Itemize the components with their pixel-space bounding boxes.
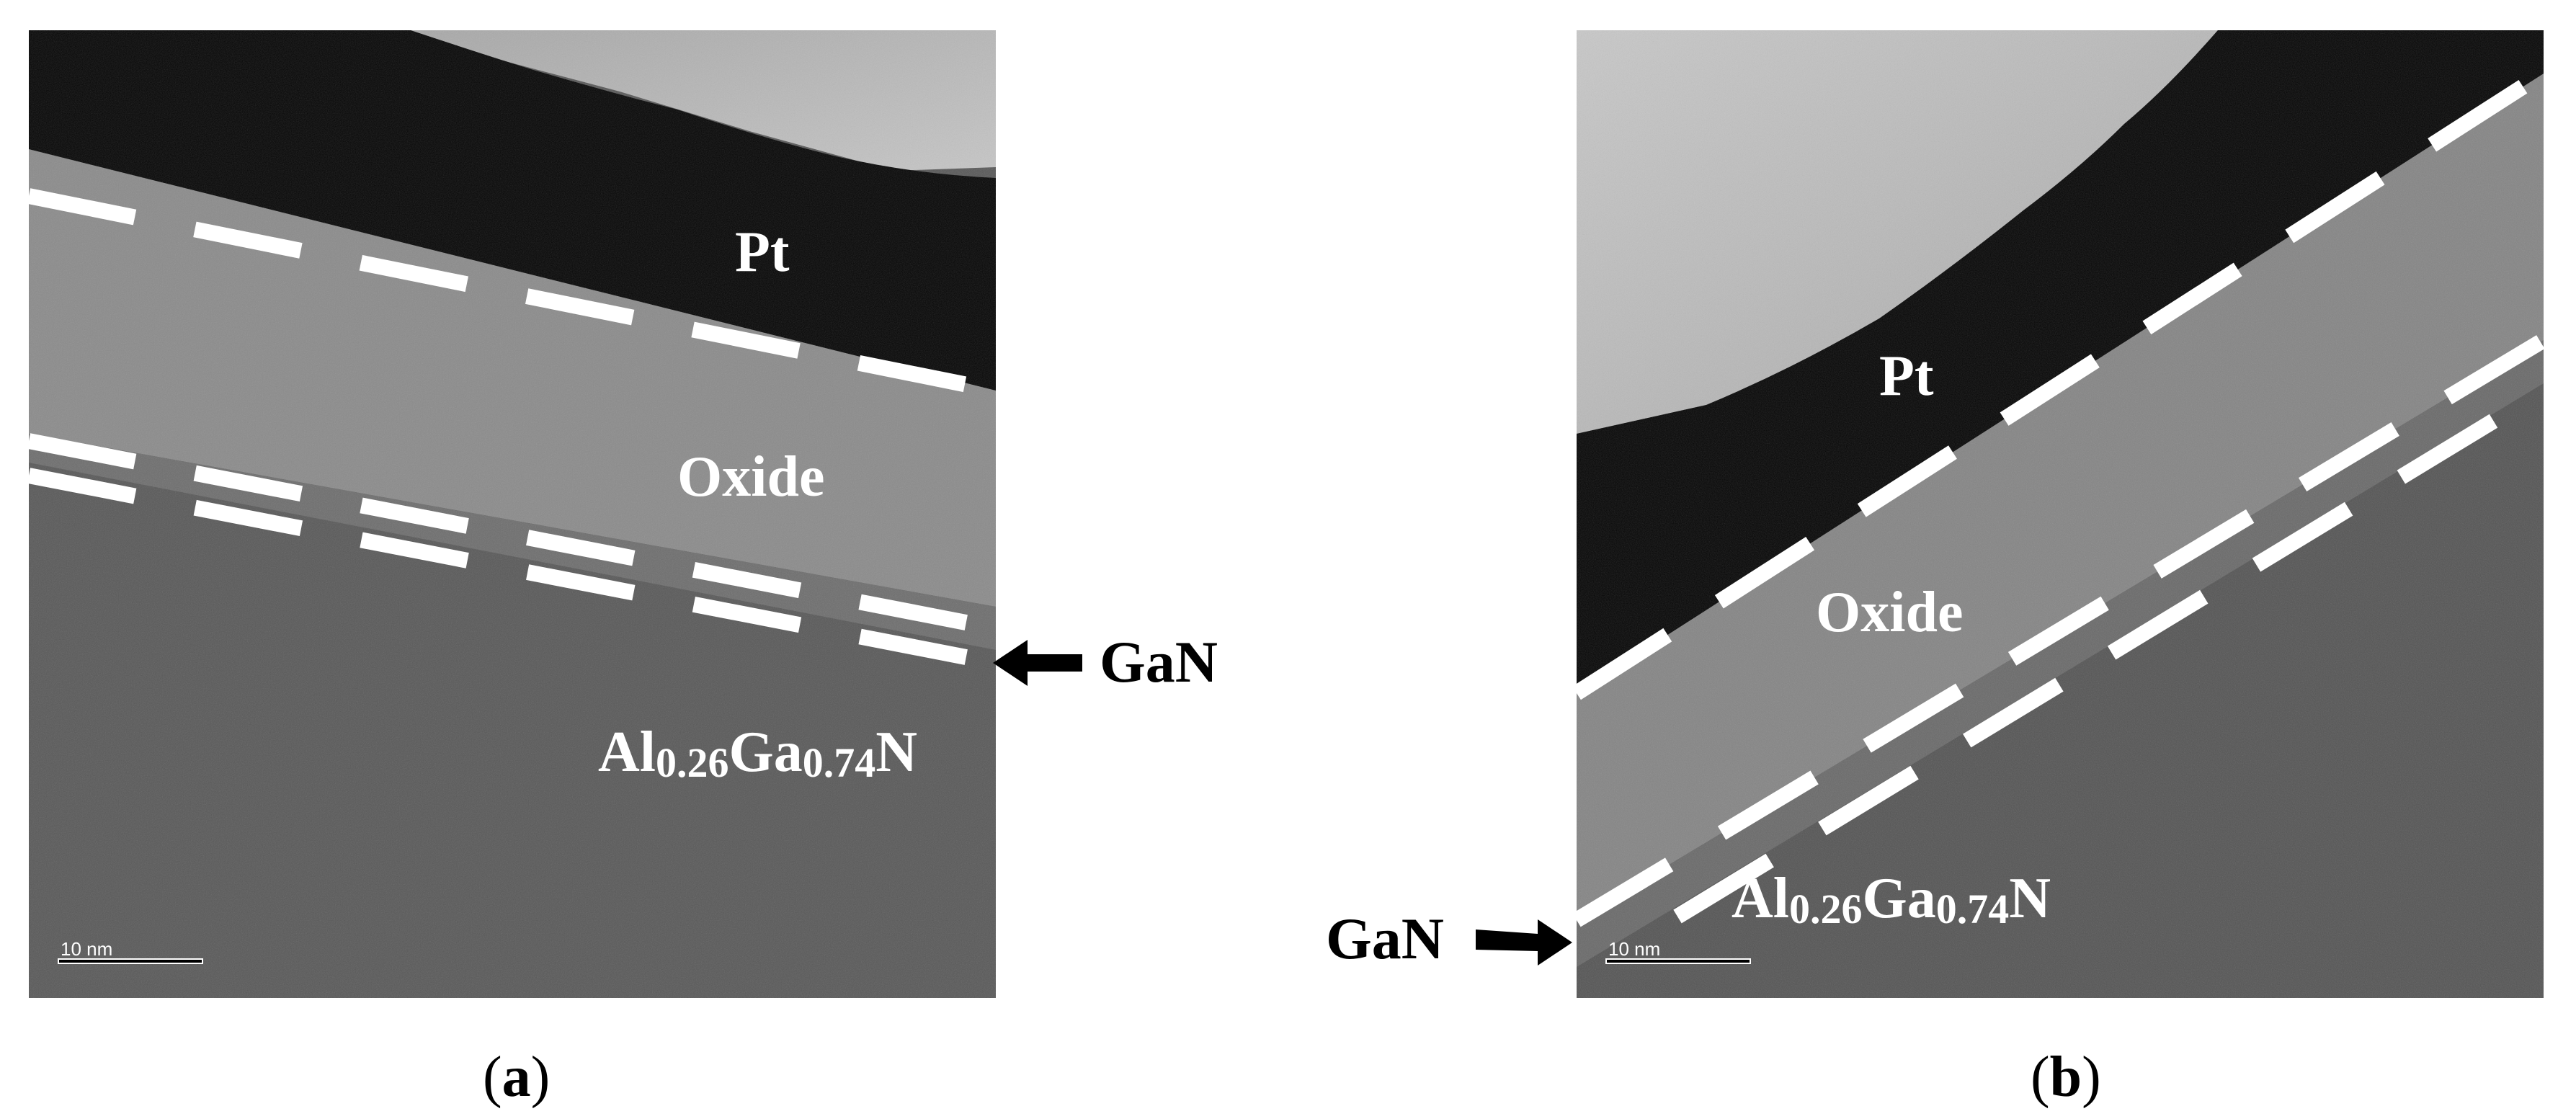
oxide-label: Oxide bbox=[1816, 581, 1964, 644]
scale-bar-label: 10 nm bbox=[1608, 938, 1661, 960]
scale-bar-line bbox=[1605, 958, 1751, 964]
pt-oxide-interface-line bbox=[1577, 66, 2544, 700]
scale-bar: 10 nm bbox=[1605, 938, 1751, 964]
tem-image-panel-b: Pt Oxide Al0.26Ga0.74N 10 nm bbox=[1577, 30, 2544, 998]
pt-label: Pt bbox=[1879, 344, 1934, 408]
oxide-gan-interface-line bbox=[1577, 333, 2544, 927]
algan-label: Al0.26Ga0.74N bbox=[1732, 867, 2051, 932]
caption-b: (b) bbox=[2031, 1046, 2101, 1109]
scale-bar-line bbox=[58, 958, 203, 964]
caption-a: (a) bbox=[483, 1046, 551, 1109]
tem-image-panel-a: Pt Oxide Al0.26Ga0.74N 10 nm bbox=[29, 30, 996, 998]
tem-micrograph-b bbox=[1577, 30, 2544, 998]
gan-label: GaN bbox=[1100, 629, 1218, 695]
tem-micrograph-a bbox=[29, 30, 996, 998]
image-grain bbox=[1577, 30, 2544, 998]
gan-arrow-icon bbox=[1476, 919, 1572, 966]
gan-label: GaN bbox=[1326, 906, 1444, 971]
scale-bar-label: 10 nm bbox=[61, 938, 113, 960]
gan-arrow-icon bbox=[993, 640, 1082, 686]
algan-label: Al0.26Ga0.74N bbox=[598, 721, 918, 786]
oxide-label: Oxide bbox=[677, 445, 825, 509]
image-grain bbox=[29, 30, 996, 998]
pt-label: Pt bbox=[735, 220, 790, 284]
scale-bar: 10 nm bbox=[58, 938, 203, 964]
